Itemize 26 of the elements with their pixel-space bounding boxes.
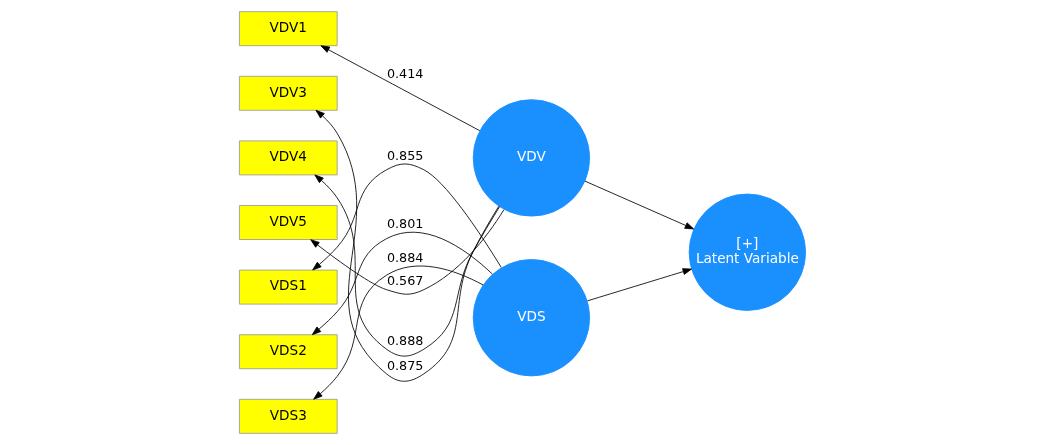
node-box: VDV4 <box>238 140 338 176</box>
edge-label: 0.884 <box>386 250 424 266</box>
edge-label: 0.414 <box>386 65 424 81</box>
arrow <box>315 109 500 382</box>
node-circle: VDS <box>472 259 591 377</box>
node-box: VDV1 <box>238 11 338 47</box>
node-box: VDV3 <box>238 75 338 111</box>
arrow <box>312 163 502 271</box>
node-box: VDS2 <box>238 334 338 370</box>
edge-label: 0.567 <box>386 273 424 289</box>
node-box: VDS3 <box>238 398 338 434</box>
edge-label: 0.801 <box>386 216 424 232</box>
arrow <box>310 209 505 295</box>
node-box: VDS1 <box>238 269 338 305</box>
arrow <box>314 174 500 357</box>
node-box: VDV5 <box>238 205 338 240</box>
arrow <box>320 45 481 132</box>
edge-label: 0.875 <box>386 357 424 373</box>
arrow <box>311 231 493 336</box>
node-circle: [+] Latent Variable <box>688 193 807 311</box>
arrow <box>313 265 484 400</box>
arrow <box>587 268 692 302</box>
edge-label: 0.888 <box>386 332 424 348</box>
node-circle: VDV <box>472 99 591 217</box>
arrow <box>584 180 695 230</box>
edge-label: 0.855 <box>386 148 424 164</box>
